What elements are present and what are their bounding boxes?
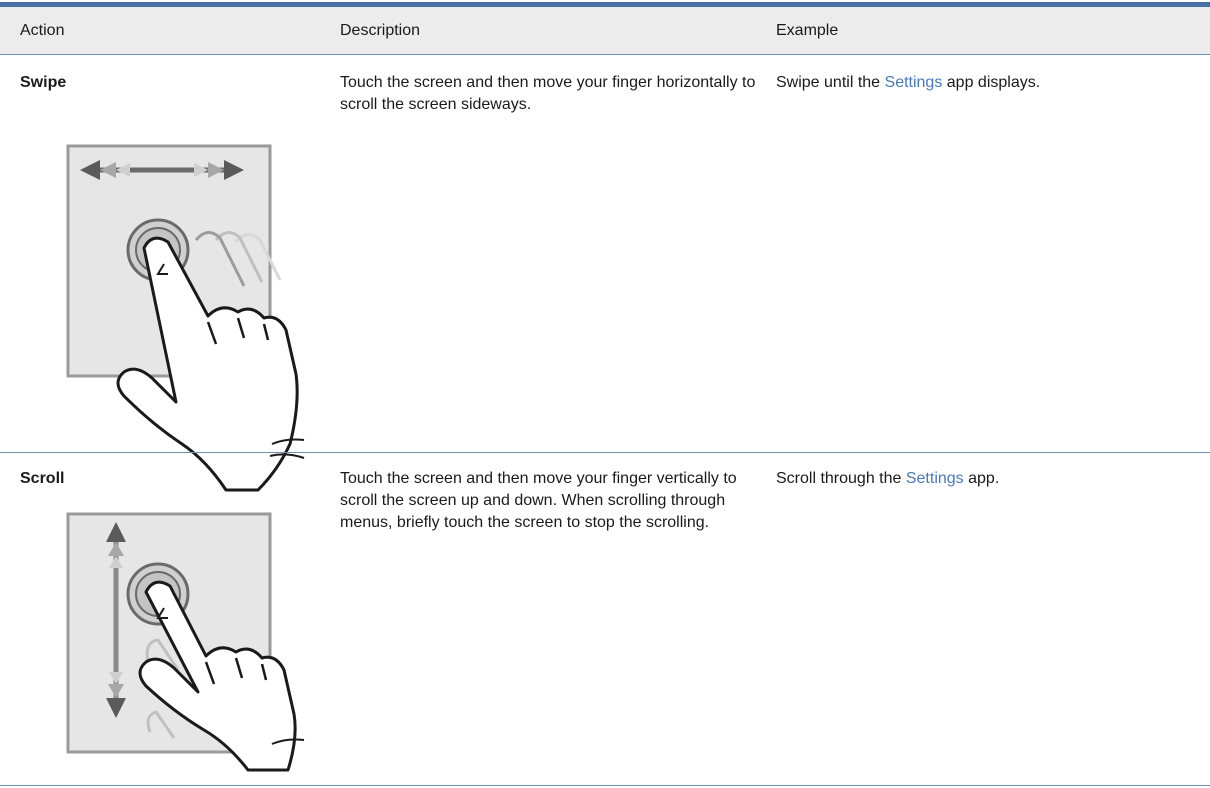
table-header-row: Action Description Example [0, 7, 1210, 54]
header-divider [0, 54, 1210, 55]
table-top-rule [0, 2, 1210, 7]
example-scroll-text-after: app. [963, 470, 1000, 487]
scroll-gesture-icon [66, 512, 305, 772]
header-action: Action [20, 22, 65, 39]
settings-link[interactable]: Settings [884, 74, 943, 91]
settings-link[interactable]: Settings [905, 470, 964, 487]
example-swipe-text-before: Swipe until the [776, 74, 885, 91]
example-scroll-text-before: Scroll through the [776, 470, 906, 487]
action-scroll: Scroll [20, 470, 65, 487]
header-description: Description [340, 22, 421, 39]
table-bottom-rule [0, 785, 1210, 786]
example-scroll: Scroll through the Settings app. [776, 468, 1210, 490]
header-example: Example [776, 22, 839, 39]
swipe-gesture-icon [66, 144, 305, 492]
description-swipe: Touch the screen and then move your fing… [340, 74, 756, 113]
action-swipe: Swipe [20, 74, 67, 91]
row-divider [0, 452, 1210, 453]
description-scroll: Touch the screen and then move your fing… [340, 470, 737, 531]
example-swipe: Swipe until the Settings app displays. [776, 72, 1210, 94]
example-swipe-text-after: app displays. [942, 74, 1041, 91]
